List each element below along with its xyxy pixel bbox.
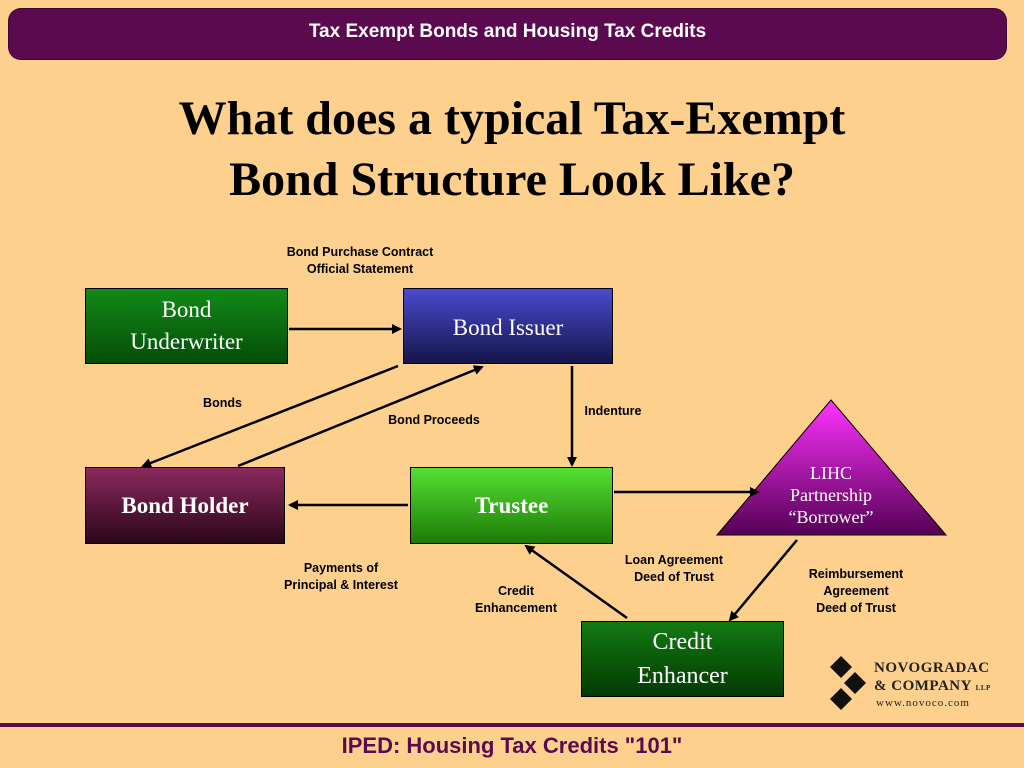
lihc-partnership-label: LIHC Partnership “Borrower”	[788, 463, 874, 527]
label-reimbursement: Reimbursement Agreement Deed of Trust	[808, 567, 904, 615]
lihc-triangle	[715, 399, 948, 536]
label-credit-enhancement: Credit Enhancement	[475, 584, 557, 615]
logo-name-line2: & COMPANY LLP	[874, 678, 991, 694]
label-bonds: Bonds	[203, 396, 242, 410]
arrow-enhancer-to-trustee	[524, 544, 628, 620]
label-loan-agreement: Loan Agreement Deed of Trust	[624, 553, 724, 584]
arrow-issuer-to-holder	[141, 364, 399, 468]
arrow-holder-to-issuer	[237, 365, 484, 468]
slide-title-line2: Bond Structure Look Like?	[229, 153, 795, 206]
bond-holder-box: Bond Holder	[85, 467, 285, 544]
bond-holder-label: Bond Holder	[121, 492, 249, 518]
slide-title-line1: What does a typical Tax-Exempt	[178, 92, 846, 145]
logo-name-line1: NOVOGRADAC	[874, 660, 990, 676]
logo-suffix: LLP	[975, 684, 991, 692]
label-indenture: Indenture	[584, 404, 642, 418]
bond-underwriter-line2: Underwriter	[130, 329, 243, 354]
novogradac-diamond-icon	[830, 656, 866, 710]
trustee-box: Trustee	[410, 467, 613, 544]
logo-url[interactable]: www.novoco.com	[876, 697, 970, 709]
bond-issuer-box: Bond Issuer	[403, 288, 613, 364]
label-bond-proceeds: Bond Proceeds	[388, 413, 480, 427]
credit-enhancer-line1: Credit	[652, 629, 713, 655]
slide-title: What does a typical Tax-Exempt Bond Stru…	[60, 88, 964, 210]
label-payments: Payments of Principal & Interest	[284, 561, 398, 592]
bond-issuer-label: Bond Issuer	[452, 315, 564, 340]
credit-enhancer-line2: Enhancer	[637, 663, 728, 689]
arrow-lihc-to-enhancer	[728, 539, 798, 622]
header-title: Tax Exempt Bonds and Housing Tax Credits	[308, 21, 707, 42]
bond-underwriter-line1: Bond	[161, 297, 212, 322]
trustee-label: Trustee	[474, 492, 549, 518]
footer-divider	[0, 723, 1024, 727]
header-bar: Tax Exempt Bonds and Housing Tax Credits	[9, 9, 1006, 59]
footer-text: IPED: Housing Tax Credits "101"	[341, 733, 683, 758]
credit-enhancer-box: Credit Enhancer	[581, 621, 784, 697]
bond-underwriter-box: Bond Underwriter	[85, 288, 288, 364]
label-bond-purchase-contract: Bond Purchase Contract Official Statemen…	[286, 245, 434, 276]
